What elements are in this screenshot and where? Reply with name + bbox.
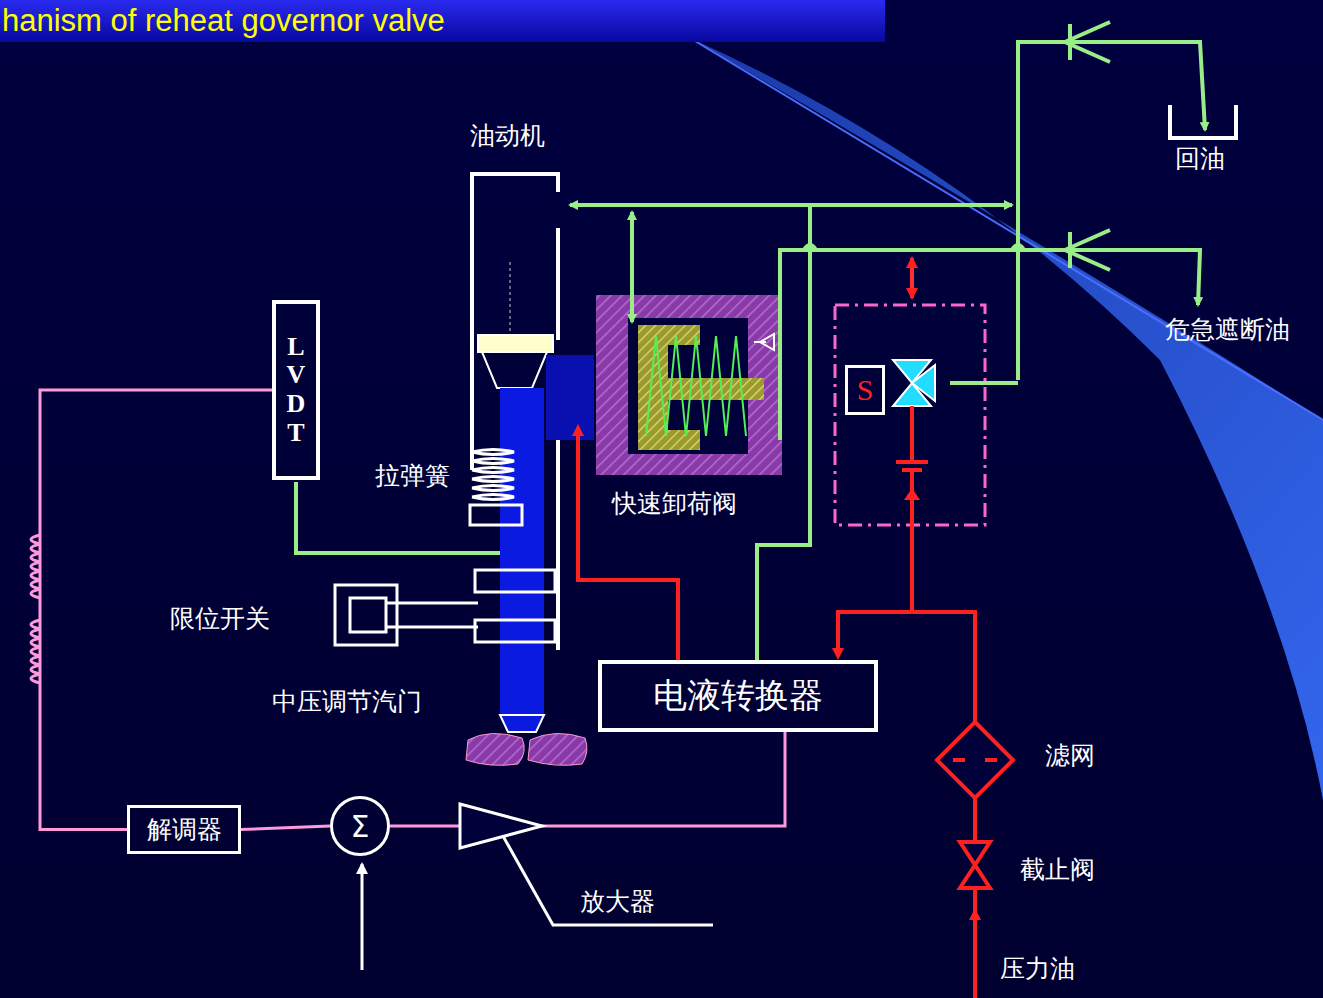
part-label: 油动机 — [470, 122, 545, 151]
lvdt-box: LVDT — [272, 300, 320, 480]
part-label: 压力油 — [1000, 955, 1075, 984]
converter-box: 电液转换器 — [598, 660, 878, 732]
node-text: Σ — [351, 809, 370, 844]
node-text: LVDT — [283, 333, 309, 447]
solenoid-box: S — [845, 365, 885, 415]
part-label: 截止阀 — [1020, 856, 1095, 885]
slide-title: hanism of reheat governor valve — [2, 2, 445, 40]
part-label: 危急遮断油 — [1165, 316, 1290, 345]
signal-wire — [390, 732, 785, 826]
node-text: S — [857, 373, 874, 407]
part-label: 滤网 — [1045, 742, 1095, 771]
node-text: 电液转换器 — [653, 673, 823, 719]
part-label: 回油 — [1175, 145, 1225, 174]
demodulator-box: 解调器 — [127, 805, 241, 854]
part-label: 拉弹簧 — [375, 462, 450, 491]
part-label: 限位开关 — [170, 605, 270, 634]
amplifier-symbol — [460, 804, 542, 848]
part-label: 放大器 — [580, 888, 655, 917]
signal-wire — [241, 826, 330, 830]
summing-circle: Σ — [330, 796, 390, 856]
part-label: 中压调节汽门 — [272, 688, 422, 717]
node-text: 解调器 — [147, 813, 222, 846]
part-label: 快速卸荷阀 — [612, 490, 737, 519]
signal-wire — [40, 390, 272, 830]
